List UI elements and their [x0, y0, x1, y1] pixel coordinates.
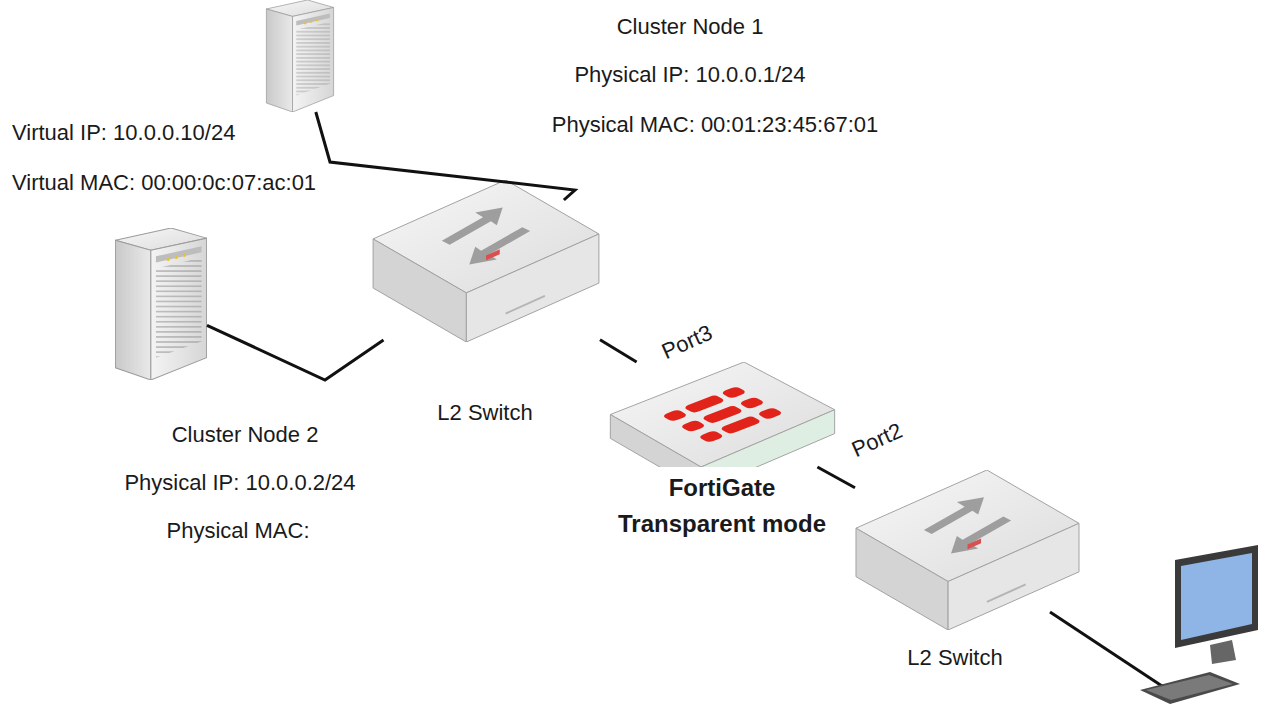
device-name: L2 Switch — [907, 645, 1002, 671]
network-link — [600, 340, 637, 362]
device-name: Cluster Node 1 — [617, 14, 764, 40]
device-name: L2 Switch — [437, 400, 532, 426]
server-icon — [115, 228, 206, 380]
server-icon — [266, 0, 333, 112]
address-text: Physical IP: 10.0.0.1/24 — [574, 62, 805, 88]
switch-icon — [373, 180, 599, 342]
pc-cable — [1050, 612, 1165, 688]
network-link — [207, 325, 384, 380]
firewall-icon — [610, 362, 834, 491]
address-text: Physical MAC: — [166, 518, 309, 544]
virtual-address: Virtual IP: 10.0.0.10/24 — [12, 120, 235, 146]
address-text: Physical MAC: 00:01:23:45:67:01 — [552, 112, 879, 138]
pc-icon — [1140, 545, 1258, 704]
device-name: Cluster Node 2 — [172, 422, 319, 448]
port-label: Port2 — [846, 417, 908, 464]
device-name: FortiGate Transparent mode — [607, 470, 837, 542]
server-node: Cluster Node 2Physical IP: 10.0.0.2/24Ph… — [115, 228, 207, 380]
switch-node: L2 Switch — [855, 470, 1080, 630]
virtual-address: Virtual MAC: 00:00:0c:07:ac:01 — [12, 170, 316, 196]
firewall-node: FortiGate Transparent mode — [605, 362, 840, 467]
network-link — [316, 112, 575, 200]
switch-node: L2 Switch — [372, 200, 600, 340]
network-link — [817, 467, 855, 488]
server-node: Cluster Node 1Physical IP: 10.0.0.1/24Ph… — [255, 0, 345, 112]
switch-icon — [856, 470, 1079, 630]
address-text: Physical IP: 10.0.0.2/24 — [124, 470, 355, 496]
port-label: Port3 — [656, 319, 718, 366]
